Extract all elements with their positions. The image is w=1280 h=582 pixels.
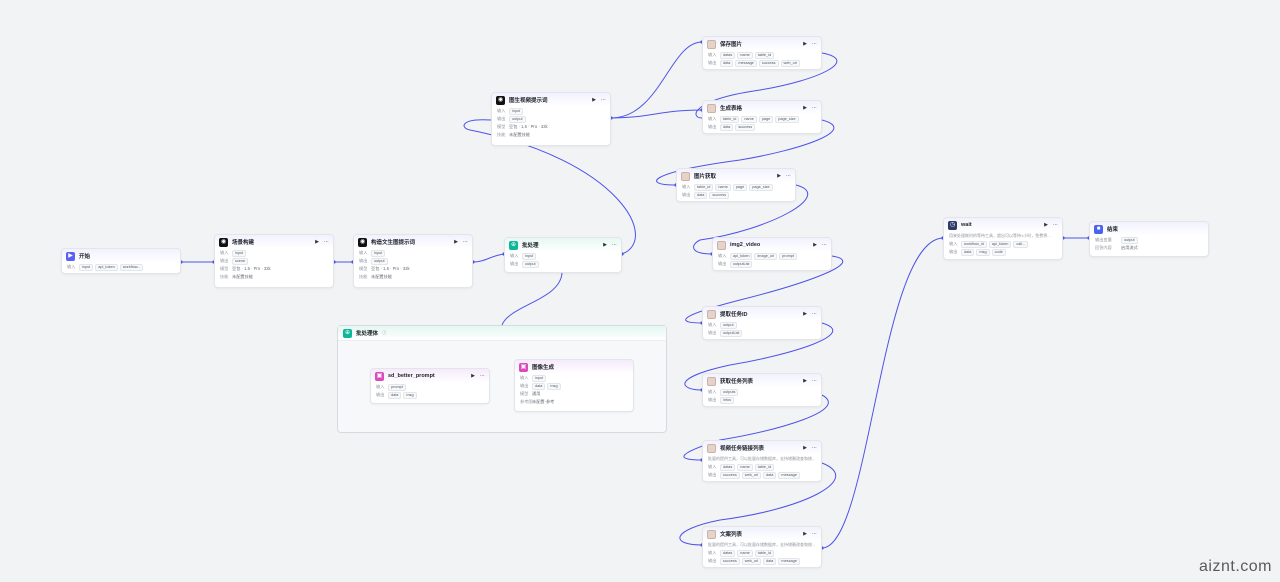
avatar-icon — [707, 529, 716, 539]
more-icon[interactable]: ⋯ — [480, 373, 485, 379]
node-title: 开始 — [79, 254, 91, 260]
more-icon[interactable]: ⋯ — [812, 105, 817, 111]
run-icon[interactable]: ▶ — [803, 311, 807, 317]
node-video-links[interactable]: 视频任务链接列表▶⋯ 批量的提供工具，可以批量存储数据库，支持增删改查和统...… — [702, 440, 822, 482]
avatar-icon — [707, 376, 716, 386]
avatar-icon — [717, 240, 726, 250]
node-title: sd_better_prompt — [388, 373, 435, 379]
avatar-icon — [707, 103, 716, 113]
run-icon[interactable]: ▶ — [777, 173, 781, 179]
run-icon[interactable]: ▶ — [315, 239, 319, 245]
start-icon: ▶ — [66, 251, 75, 261]
more-icon[interactable]: ⋯ — [822, 242, 827, 248]
node-title: 图像生成 — [532, 365, 555, 371]
end-icon: ■ — [1094, 224, 1103, 234]
model-name: 豆包 · 1.5 · Pro · 32k — [232, 266, 271, 271]
edge-4 — [610, 109, 703, 119]
plugin-icon: ▣ — [375, 371, 384, 381]
batch-icon: ⊕ — [509, 240, 518, 250]
more-icon[interactable]: ⋯ — [601, 97, 606, 103]
run-icon[interactable]: ▶ — [803, 41, 807, 47]
edge-13 — [821, 237, 944, 549]
avatar-icon — [707, 443, 716, 453]
node-start[interactable]: ▶ 开始 输入 input api_token workflow... — [61, 248, 181, 274]
batch-body-icon: ⊕ — [343, 328, 352, 338]
llm-icon: ◉ — [496, 95, 505, 105]
more-icon[interactable]: ⋯ — [812, 311, 817, 317]
run-icon[interactable]: ▶ — [803, 531, 807, 537]
run-icon[interactable]: ▶ — [813, 242, 817, 248]
more-icon[interactable]: ⋯ — [324, 239, 329, 245]
avatar-icon — [707, 309, 716, 319]
more-icon[interactable]: ⋯ — [812, 378, 817, 384]
llm-icon: ◉ — [219, 237, 228, 247]
more-icon[interactable]: ⋯ — [812, 445, 817, 451]
edge-2 — [472, 253, 505, 263]
node-inputs: 输入 input api_token workflow... — [62, 263, 180, 271]
info-icon: ⓘ — [382, 330, 387, 335]
run-icon[interactable]: ▶ — [592, 97, 596, 103]
run-icon[interactable]: ▶ — [1044, 222, 1048, 228]
watermark: aiznt.com — [1199, 558, 1272, 575]
edge-18 — [501, 272, 563, 326]
run-icon[interactable]: ▶ — [803, 105, 807, 111]
run-icon[interactable]: ▶ — [454, 239, 458, 245]
node-title: 图生视频提示词 — [509, 98, 548, 104]
run-icon[interactable]: ▶ — [803, 378, 807, 384]
node-title: 场景构建 — [232, 240, 255, 246]
node-title: 构造文生图提示词 — [371, 240, 416, 246]
edge-3 — [610, 41, 703, 119]
wait-icon: ◷ — [948, 220, 957, 230]
more-icon[interactable]: ⋯ — [1053, 222, 1058, 228]
node-title: 批处理 — [522, 243, 539, 249]
more-icon[interactable]: ⋯ — [812, 531, 817, 537]
batch-body-title: 批处理体 — [356, 331, 379, 337]
more-icon[interactable]: ⋯ — [463, 239, 468, 245]
more-icon[interactable]: ⋯ — [786, 173, 791, 179]
run-icon[interactable]: ▶ — [603, 242, 607, 248]
run-icon[interactable]: ▶ — [803, 445, 807, 451]
avatar-icon — [707, 39, 716, 49]
more-icon[interactable]: ⋯ — [812, 41, 817, 47]
run-icon[interactable]: ▶ — [471, 373, 475, 379]
image-icon: ▣ — [519, 362, 528, 372]
llm-icon: ◉ — [358, 237, 367, 247]
avatar-icon — [681, 171, 690, 181]
more-icon[interactable]: ⋯ — [612, 242, 617, 248]
